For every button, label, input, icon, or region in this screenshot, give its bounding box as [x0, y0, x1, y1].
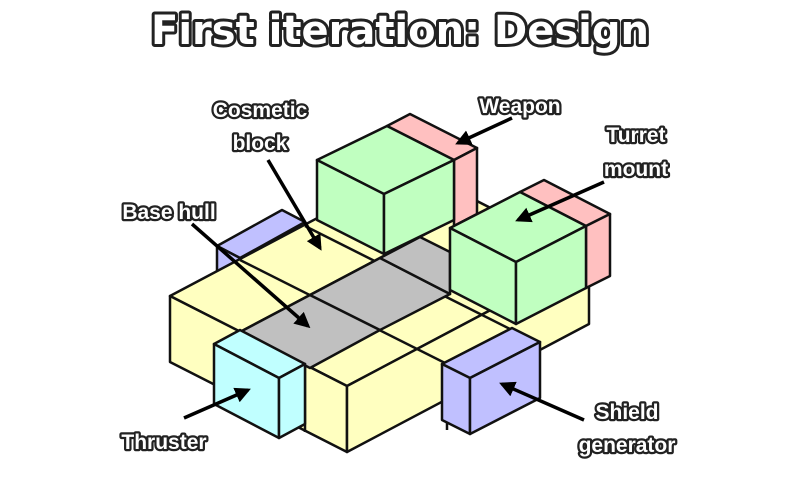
thruster-label: Thruster — [121, 431, 206, 454]
turret-label-line2: mount — [604, 158, 668, 181]
diagram-title: First iteration: Design — [151, 8, 649, 54]
base-hull-label: Base hull — [122, 201, 215, 224]
weapon-label: Weapon — [479, 95, 560, 118]
cosmetic-arrow — [266, 159, 322, 251]
thruster-arrow — [183, 387, 251, 420]
shield-label-line2: generator — [579, 434, 676, 457]
cosmetic-label-line1: Cosmetic — [213, 99, 308, 122]
cosmetic-block — [315, 124, 456, 256]
base-hull-arrow — [190, 222, 311, 329]
turret-arrow — [515, 180, 605, 223]
turret-label-line1: Turret — [606, 124, 665, 147]
shield-arrow — [499, 381, 585, 422]
weapon-arrow — [455, 116, 513, 145]
turret-mount-block — [448, 190, 588, 326]
cosmetic-label-line2: block — [233, 132, 288, 155]
thruster-block — [212, 328, 307, 440]
shield-label-line1: Shield — [595, 401, 658, 424]
